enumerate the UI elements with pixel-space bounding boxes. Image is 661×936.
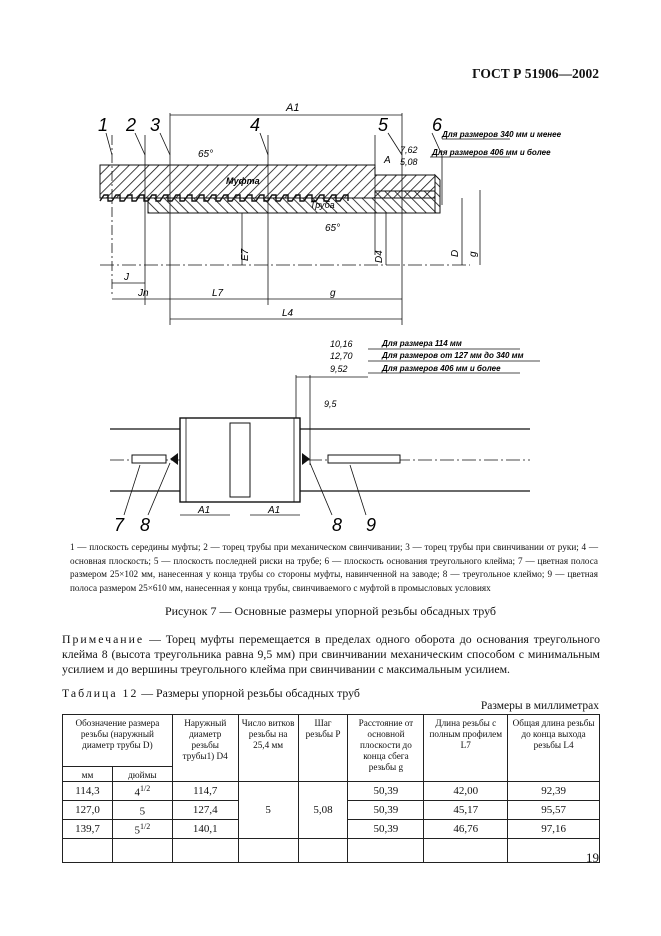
note-label: Примечание bbox=[62, 632, 145, 646]
dim-a1-right: A1 bbox=[267, 505, 280, 516]
label-d: D bbox=[450, 250, 461, 257]
color-stripe-9 bbox=[327, 454, 401, 464]
label-2: 2 bbox=[125, 115, 136, 135]
label-l4: L4 bbox=[282, 308, 294, 319]
table-row: 139,7 51/2 140,1 50,39 46,76 97,16 bbox=[62, 819, 600, 839]
cell-mm: 139,7 bbox=[62, 819, 113, 839]
label-coupling: Муфта bbox=[226, 176, 260, 186]
label-g: g bbox=[330, 288, 336, 299]
label-3: 3 bbox=[150, 115, 160, 135]
table-title: Таблица 12 — Размеры упорной резьбы обса… bbox=[62, 686, 360, 701]
label-a1: A1 bbox=[285, 102, 299, 114]
header-length-full: Длина резьбы с полным профилем L7 bbox=[423, 714, 509, 782]
note-127: Для размеров от 127 мм до 340 мм bbox=[381, 351, 524, 360]
cell-inch: 5 bbox=[111, 800, 173, 820]
note-406: Для размеров 406 мм и более bbox=[431, 148, 551, 157]
triangle-mark-left bbox=[170, 453, 178, 465]
label-4: 4 bbox=[250, 115, 260, 135]
header-inch: дюймы bbox=[111, 766, 173, 782]
cell-g: 50,39 bbox=[347, 781, 425, 801]
label-508: 5,08 bbox=[400, 157, 418, 167]
cell-l7: 42,00 bbox=[423, 781, 509, 801]
dim-952: 9,52 bbox=[330, 364, 348, 374]
cell-d4: 127,4 bbox=[171, 800, 239, 820]
label-pipe: Труба bbox=[310, 200, 335, 210]
label-8a: 8 bbox=[140, 515, 150, 535]
thread-profile bbox=[99, 194, 349, 202]
table-label: Таблица 12 bbox=[62, 686, 139, 700]
thread-section-drawing: 1 2 3 4 5 6 A1 65° 65° Муфта Труба A 7,6… bbox=[98, 102, 562, 325]
note-text: — Торец муфты перемещается в пределах од… bbox=[62, 632, 600, 676]
label-e7: E7 bbox=[240, 248, 251, 261]
table-row: 127,0 5 127,4 50,39 45,17 95,57 bbox=[62, 800, 600, 820]
cell-pitch: 5,08 bbox=[297, 781, 349, 839]
coupling-body bbox=[179, 417, 301, 503]
cell-l7: 46,76 bbox=[423, 819, 509, 839]
note-paragraph: Примечание — Торец муфты перемещается в … bbox=[62, 632, 600, 677]
cell-g: 50,39 bbox=[347, 819, 425, 839]
label-a: A bbox=[383, 155, 391, 166]
note-114: Для размера 114 мм bbox=[381, 339, 462, 348]
cell-l4: 95,57 bbox=[507, 800, 600, 820]
dim-a1-left: A1 bbox=[197, 505, 210, 516]
cell-mm: 114,3 bbox=[62, 781, 113, 801]
note-340: Для размеров 340 мм и менее bbox=[441, 130, 562, 139]
label-j: J bbox=[123, 272, 130, 283]
label-9: 9 bbox=[366, 515, 376, 535]
note-406b: Для размеров 406 мм и более bbox=[381, 364, 501, 373]
document-id: ГОСТ Р 51906—2002 bbox=[472, 66, 599, 81]
figure-legend: 1 — плоскость середины муфты; 2 — торец … bbox=[70, 542, 598, 593]
dim-95: 9,5 bbox=[324, 399, 338, 409]
label-8b: 8 bbox=[332, 515, 342, 535]
label-1: 1 bbox=[98, 115, 108, 135]
label-l7: L7 bbox=[212, 288, 224, 299]
header-mm: мм bbox=[62, 766, 113, 782]
coupling-assembly-drawing: 10,16 12,70 9,52 9,5 Для размера 114 мм … bbox=[110, 339, 540, 535]
label-7: 7 bbox=[114, 515, 125, 535]
label-angle-right: 65° bbox=[325, 223, 340, 234]
header-length-total: Общая длина резьбы до конца выхода резьб… bbox=[507, 714, 600, 782]
label-d4: D4 bbox=[374, 250, 385, 263]
header-pitch: Шаг резьбы P bbox=[297, 714, 349, 782]
thread-dimensions-table: Обозначение размера резьбы (наружный диа… bbox=[62, 714, 600, 863]
header-turns: Число витков резьбы на 25,4 мм bbox=[237, 714, 299, 782]
cell-d4: 140,1 bbox=[171, 819, 239, 839]
label-angle-left: 65° bbox=[198, 149, 213, 160]
label-5: 5 bbox=[378, 115, 389, 135]
label-g-side: g bbox=[468, 251, 479, 257]
table-row: 114,3 41/2 114,7 5 5,08 50,39 42,00 92,3… bbox=[62, 781, 600, 839]
cell-turns: 5 bbox=[237, 781, 299, 839]
header-outer-diam: Наружный диаметр резьбы трубы1) D4 bbox=[171, 714, 239, 782]
dim-1270: 12,70 bbox=[330, 351, 353, 361]
cell-l4: 92,39 bbox=[507, 781, 600, 801]
label-jn: Jn bbox=[137, 288, 149, 299]
cell-l4: 97,16 bbox=[507, 819, 600, 839]
cell-l7: 45,17 bbox=[423, 800, 509, 820]
color-stripe-7 bbox=[131, 454, 167, 464]
table-units: Размеры в миллиметрах bbox=[480, 700, 599, 712]
table-title-text: — Размеры упорной резьбы обсадных труб bbox=[138, 686, 360, 700]
cell-mm: 127,0 bbox=[62, 800, 113, 820]
cell-d4: 114,7 bbox=[171, 781, 239, 801]
triangle-mark-right bbox=[302, 453, 310, 465]
header-designation: Обозначение размера резьбы (наружный диа… bbox=[62, 714, 173, 767]
cell-g: 50,39 bbox=[347, 800, 425, 820]
label-6: 6 bbox=[432, 115, 443, 135]
cell-inch: 51/2 bbox=[111, 819, 173, 839]
cell-inch: 41/2 bbox=[111, 781, 173, 801]
dim-1016: 10,16 bbox=[330, 339, 353, 349]
page-number: 19 bbox=[586, 850, 599, 865]
figure-caption: Рисунок 7 — Основные размеры упорной рез… bbox=[164, 604, 497, 618]
header-distance: Расстояние от основной плоскости до конц… bbox=[347, 714, 425, 782]
label-762: 7,62 bbox=[400, 145, 418, 155]
